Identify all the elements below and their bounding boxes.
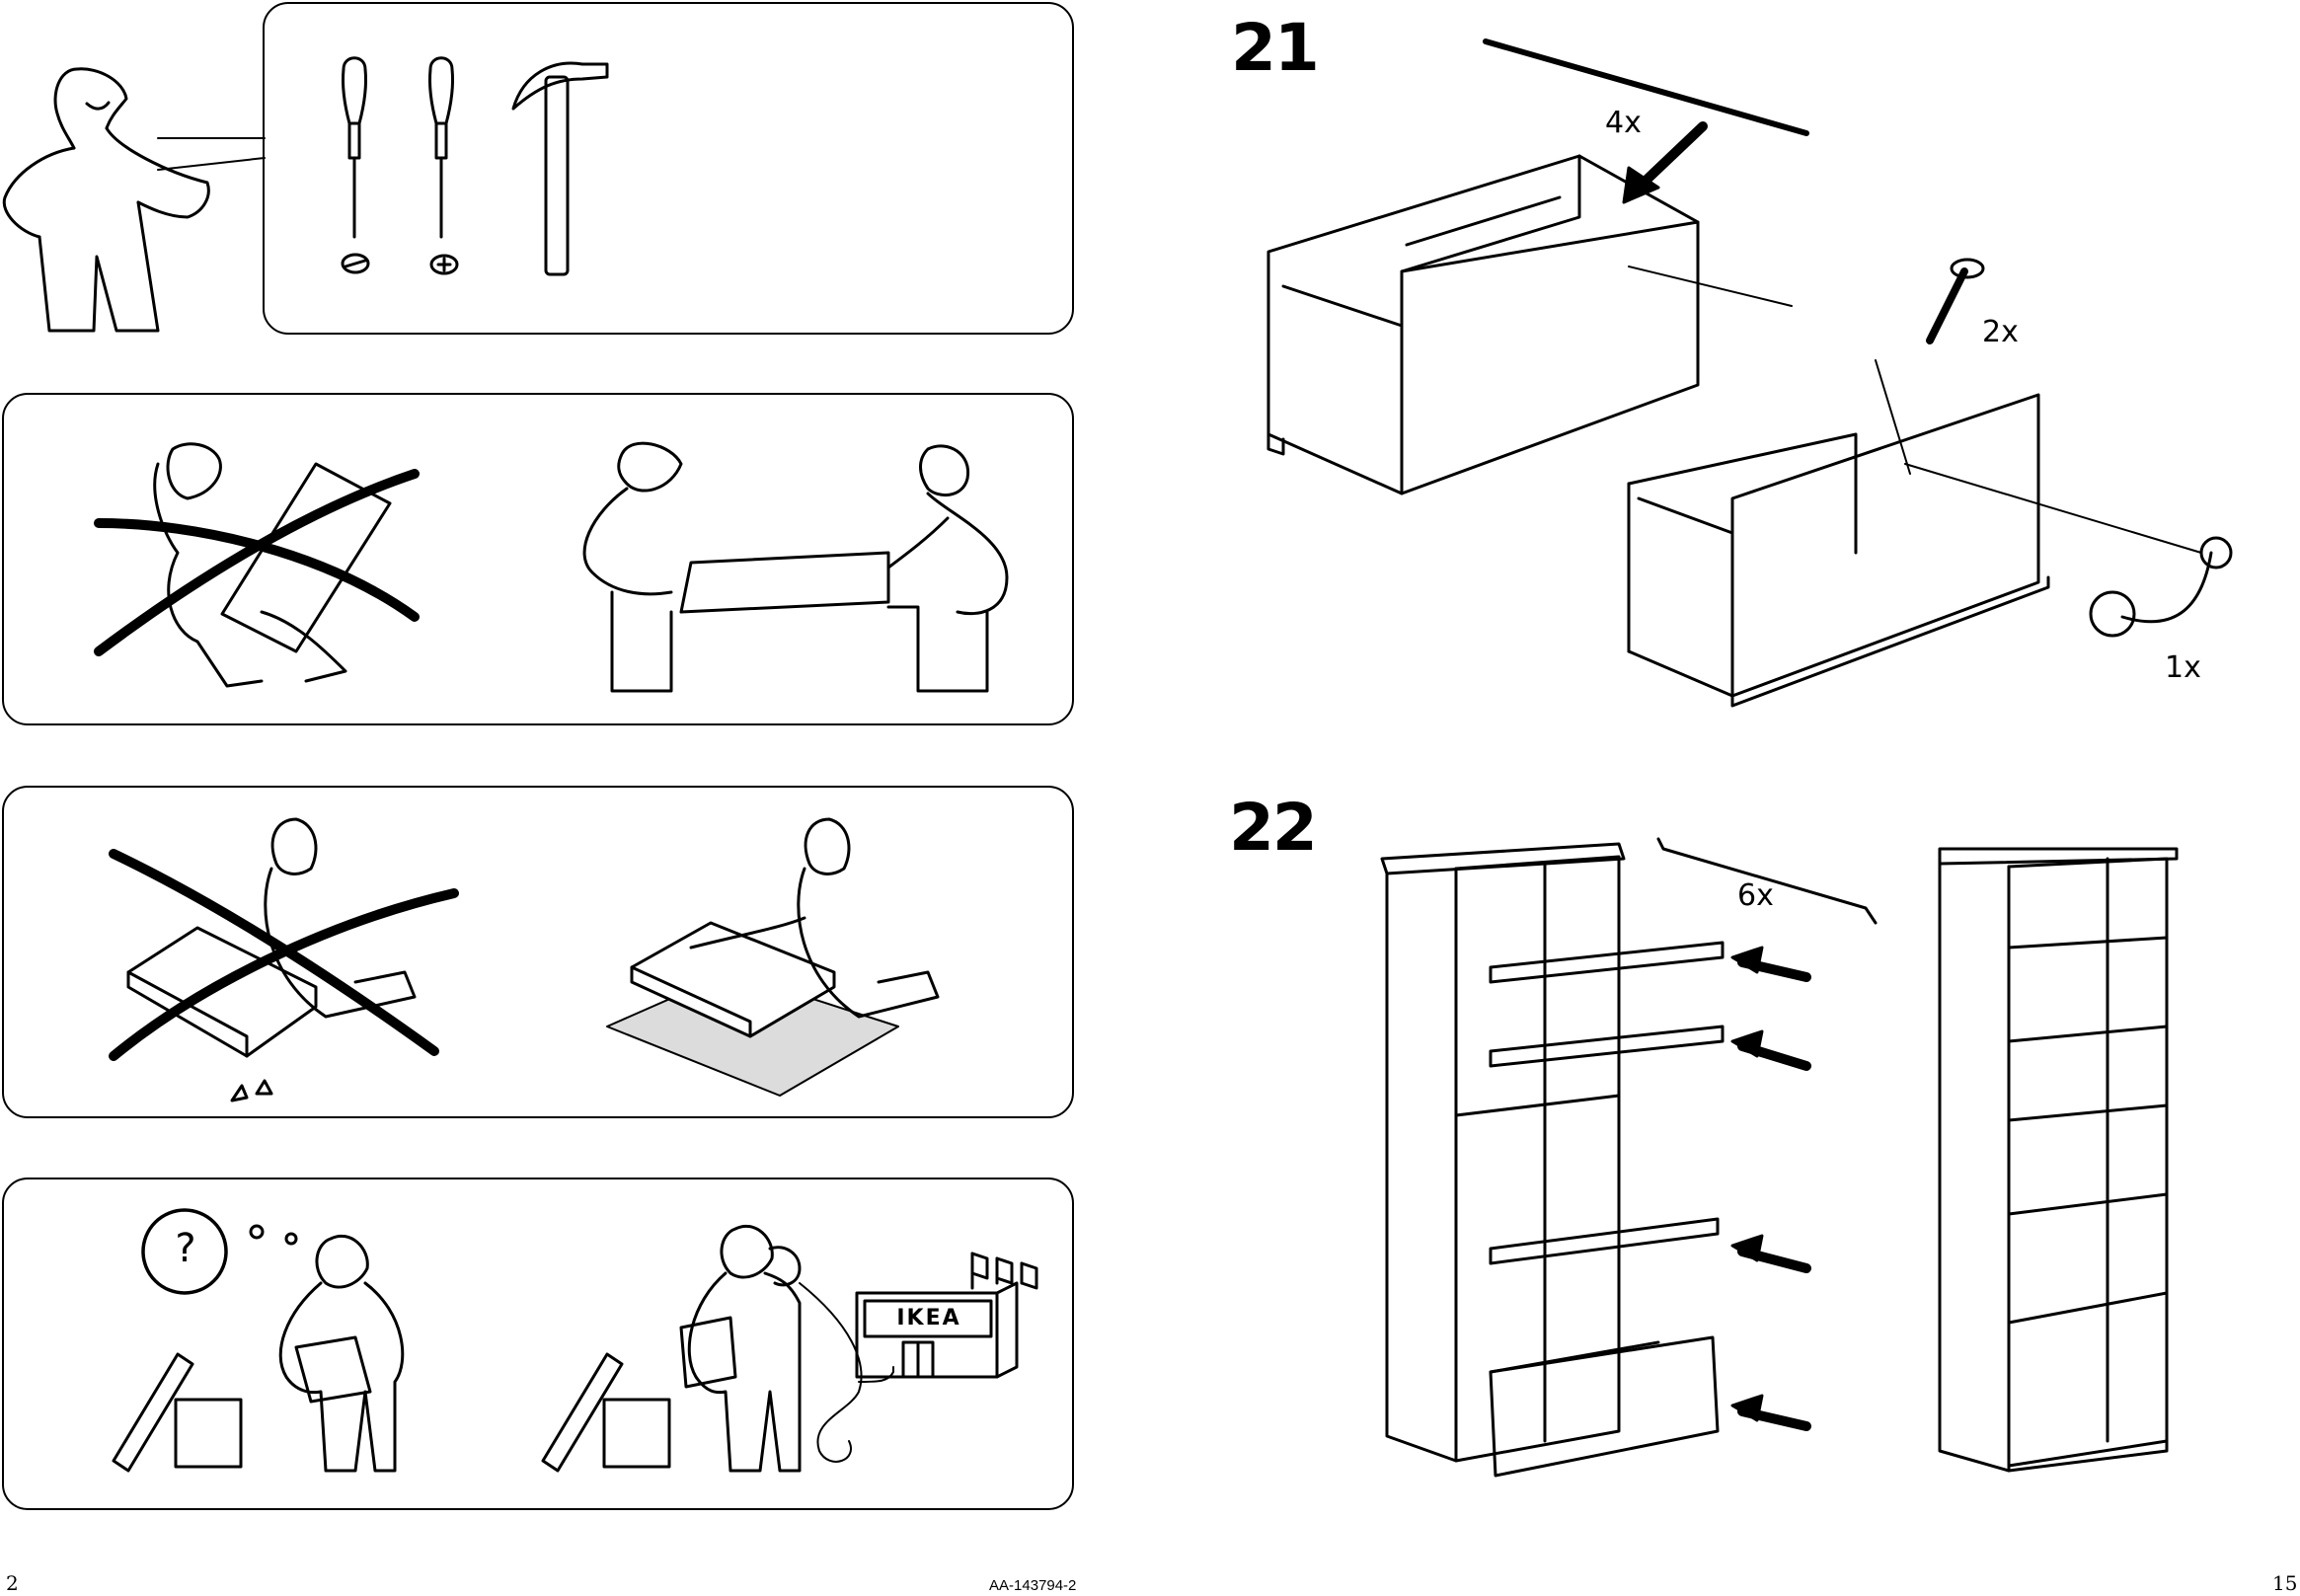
- step-21-number: 21: [1231, 10, 1320, 86]
- pointing-person-figure: [2, 67, 266, 333]
- supports-quantity: 6x: [1737, 878, 1774, 913]
- step-22-illustration: [1380, 837, 2179, 1478]
- flat-screwdriver-icon: [341, 56, 370, 274]
- confused-person: [112, 1208, 405, 1473]
- rails-quantity: 4x: [1605, 106, 1642, 140]
- surface-panel: [2, 786, 1074, 1118]
- two-person-carry-right: [582, 441, 1009, 693]
- document-code: AA-143794-2: [989, 1577, 1077, 1594]
- soft-surface-right: [606, 817, 940, 1097]
- screws-quantity: 2x: [1982, 315, 2019, 349]
- right-page-number: 15: [2272, 1571, 2298, 1595]
- question-mark: ?: [175, 1226, 196, 1271]
- help-panel: [2, 1178, 1074, 1510]
- one-person-carry-wrong: [94, 442, 420, 688]
- ikea-sign: IKEA: [896, 1306, 961, 1330]
- carry-panel: [2, 393, 1074, 725]
- tools-panel: [263, 2, 1074, 335]
- phillips-screwdriver-icon: [428, 56, 459, 275]
- left-page-number: 2: [6, 1571, 19, 1595]
- hard-floor-wrong: [109, 817, 459, 1102]
- step-21-illustration: [1266, 38, 2233, 708]
- ikea-store-building: [855, 1252, 1038, 1379]
- phone-store-person: [541, 1224, 894, 1473]
- hammer-icon: [511, 61, 609, 276]
- knob-quantity: 1x: [2165, 650, 2201, 685]
- step-22-number: 22: [1229, 790, 1318, 866]
